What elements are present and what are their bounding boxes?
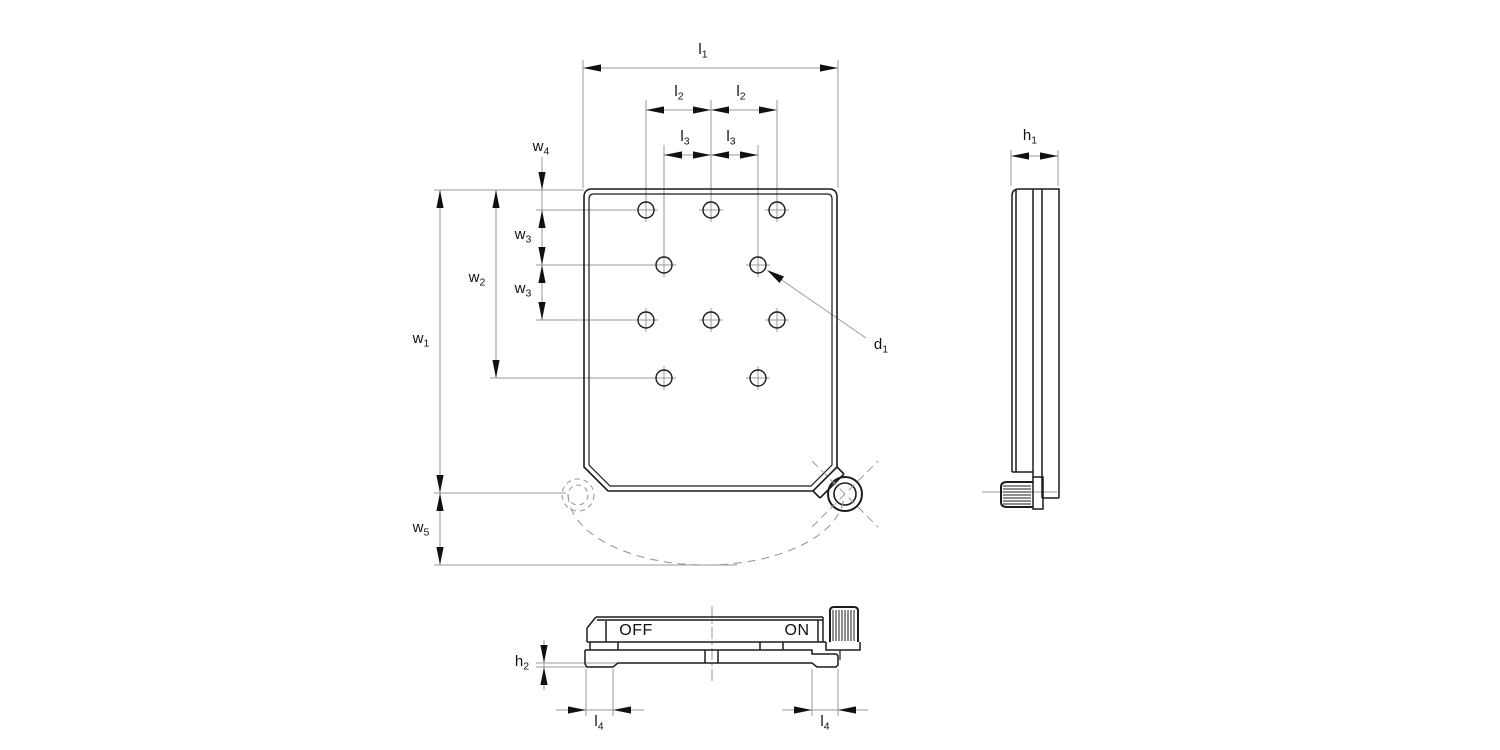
dim-label-l4-left: l4 [594, 713, 604, 733]
front-view [434, 60, 879, 566]
switch-on-label: ON [784, 622, 810, 639]
dim-label-w1: w1 [412, 330, 430, 350]
dim-label-l3-left: l3 [680, 128, 690, 148]
side-body [1011, 188, 1060, 510]
dim-label-w5: w5 [412, 519, 430, 539]
bottom-knurled-knob [825, 606, 861, 660]
hole-centerlines [634, 198, 789, 390]
side-knurled-knob [1000, 481, 1033, 508]
dim-label-l4-right: l4 [820, 713, 830, 733]
mounting-holes [637, 201, 786, 387]
dim-label-l2-right: l2 [736, 83, 746, 103]
dim-label-h1: h1 [1022, 127, 1038, 147]
dim-label-w3-lower: w3 [514, 280, 532, 300]
dim-label-l3-right: l3 [726, 128, 736, 148]
front-arrowheads [436, 64, 838, 565]
dim-label-w3-upper: w3 [514, 226, 532, 246]
dim-label-l2-left: l2 [674, 83, 684, 103]
bottom-extension-lines [536, 640, 868, 716]
dim-label-w2: w2 [468, 269, 486, 289]
side-arrowheads [1011, 152, 1058, 160]
pivot-knob [811, 460, 879, 528]
pivot-centerlines [811, 460, 879, 528]
plate-outline [583, 188, 838, 492]
base-body [584, 642, 839, 668]
dim-label-l1: l1 [698, 41, 708, 61]
bottom-view [536, 606, 868, 716]
ghost-knob [561, 478, 595, 512]
switch-off-label: OFF [619, 622, 653, 639]
dim-label-w4: w4 [532, 138, 550, 158]
side-view [982, 150, 1060, 510]
dim-label-h2: h2 [514, 653, 530, 673]
dim-label-d1: d1 [873, 336, 889, 356]
bottom-arrowheads [540, 645, 856, 714]
front-extension-lines [434, 60, 867, 566]
side-extension-lines [982, 150, 1059, 493]
swing-arc [567, 493, 845, 566]
slider-plate [586, 616, 826, 643]
